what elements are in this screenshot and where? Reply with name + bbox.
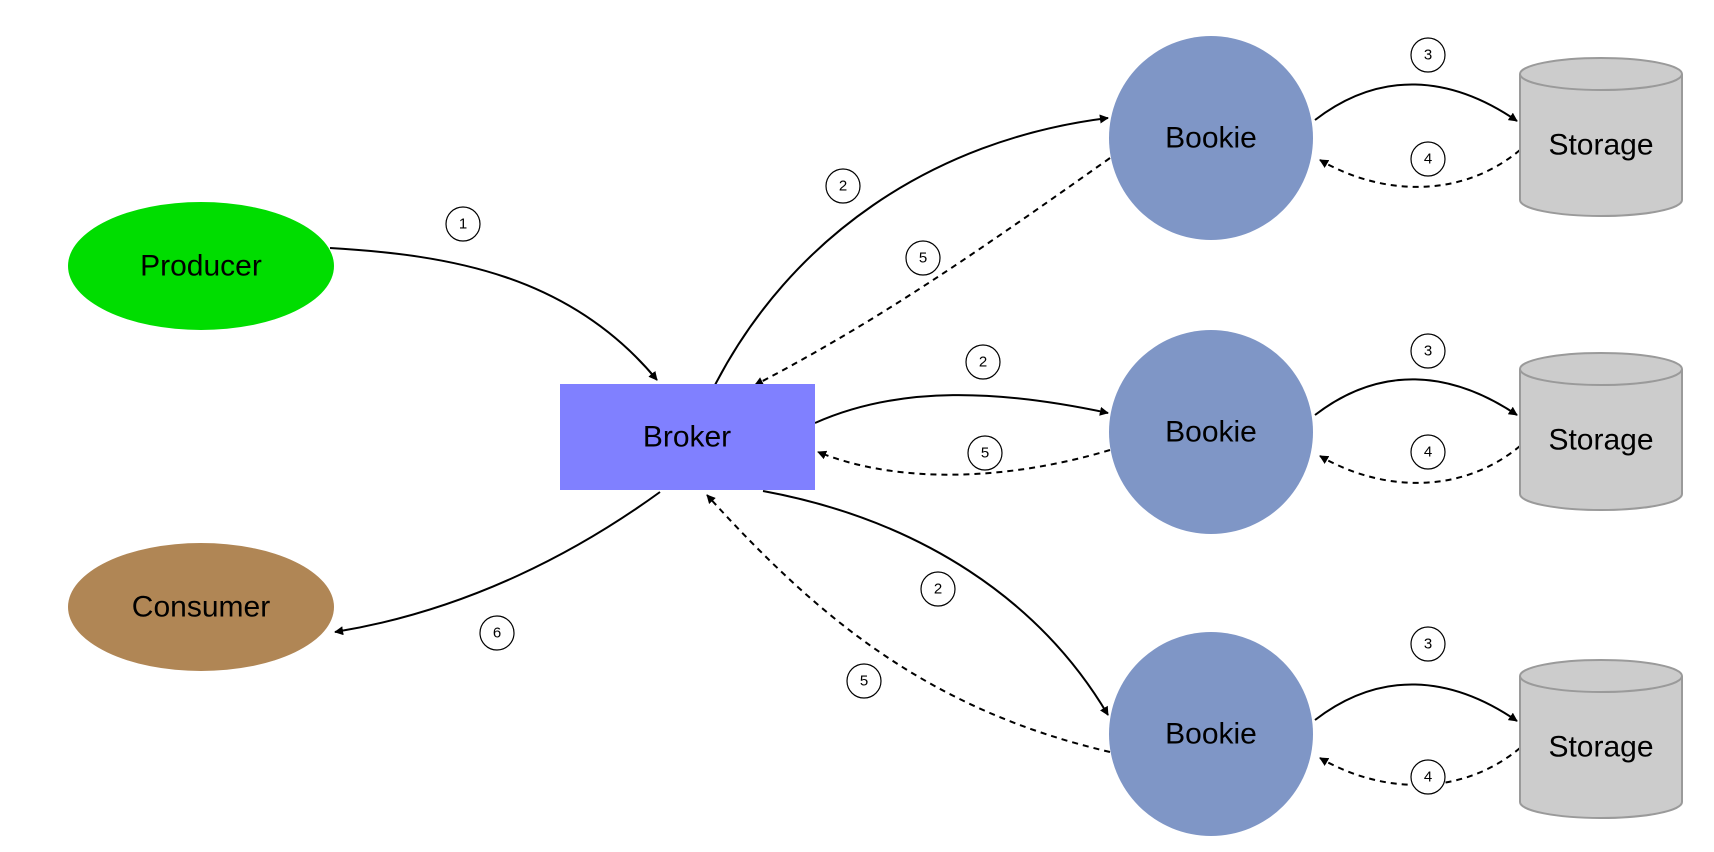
step-2-label: 2 xyxy=(839,178,847,195)
edge-bookie-1-ack xyxy=(754,157,1111,386)
storage-label: Storage xyxy=(1548,424,1653,457)
step-3-label: 3 xyxy=(1424,47,1432,64)
step-marker-2: 2 xyxy=(965,344,1001,380)
edge-storage-3-ack xyxy=(1319,747,1521,786)
bookie-label: Bookie xyxy=(1165,122,1257,155)
step-2-label: 2 xyxy=(979,354,987,371)
broker-label: Broker xyxy=(643,421,731,454)
edge-broker-to-bookie-2 xyxy=(814,394,1109,424)
storage-top xyxy=(1519,659,1683,693)
step-6-label: 6 xyxy=(493,625,501,642)
bookie-node-3: Bookie xyxy=(1109,632,1313,836)
step-marker-5: 5 xyxy=(846,663,882,699)
storage-body xyxy=(1519,369,1683,511)
consumer-label: Consumer xyxy=(132,591,270,624)
edge-storage-2-ack xyxy=(1319,445,1521,484)
step-marker-4: 4 xyxy=(1410,759,1446,795)
bookie-shape xyxy=(1109,36,1313,240)
storage-body xyxy=(1519,676,1683,819)
edge-bookie-3-to-storage xyxy=(1314,683,1518,722)
broker-shape xyxy=(560,384,815,490)
edge-bookie-1-to-storage xyxy=(1314,83,1518,122)
storage-node-1: Storage xyxy=(1519,57,1683,217)
edge-bookie-2-ack xyxy=(817,449,1111,476)
step-marker-5: 5 xyxy=(905,240,941,276)
storage-top xyxy=(1519,352,1683,386)
step-marker-3: 3 xyxy=(1410,333,1446,369)
step-markers: 1 6 2 2 2 5 5 5 xyxy=(445,37,1446,795)
bookie-label: Bookie xyxy=(1165,718,1257,751)
storage-node-3: Storage xyxy=(1519,659,1683,819)
bookie-node-2: Bookie xyxy=(1109,330,1313,534)
step-2-label: 2 xyxy=(934,581,942,598)
edge-broker-to-bookie-1 xyxy=(714,114,1109,386)
step-marker-2: 2 xyxy=(920,571,956,607)
edge-broker-to-consumer xyxy=(334,491,661,636)
consumer-node: Consumer xyxy=(68,543,334,671)
producer-node: Producer xyxy=(68,202,334,330)
step-4-label: 4 xyxy=(1424,769,1432,786)
step-marker-4: 4 xyxy=(1410,141,1446,177)
step-marker-6: 6 xyxy=(479,615,515,651)
bookie-node-1: Bookie xyxy=(1109,36,1313,240)
step-5-label: 5 xyxy=(919,250,927,267)
edge-producer-to-broker xyxy=(329,247,658,381)
step-3-label: 3 xyxy=(1424,343,1432,360)
bookie-shape xyxy=(1109,632,1313,836)
storage-label: Storage xyxy=(1548,731,1653,764)
step-marker-4: 4 xyxy=(1410,434,1446,470)
edge-storage-1-ack xyxy=(1319,149,1521,188)
storage-top xyxy=(1519,57,1683,91)
step-5-label: 5 xyxy=(860,673,868,690)
edge-bookie-2-to-storage xyxy=(1314,378,1518,416)
step-1-label: 1 xyxy=(459,216,467,233)
step-5-label: 5 xyxy=(981,445,989,462)
step-marker-3: 3 xyxy=(1410,37,1446,73)
bookie-label: Bookie xyxy=(1165,416,1257,449)
storage-node-2: Storage xyxy=(1519,352,1683,511)
step-marker-2: 2 xyxy=(825,168,861,204)
edge-bookie-3-ack xyxy=(706,494,1111,753)
step-marker-3: 3 xyxy=(1410,626,1446,662)
step-4-label: 4 xyxy=(1424,151,1432,168)
edge-broker-to-bookie-3 xyxy=(762,490,1109,716)
producer-label: Producer xyxy=(140,250,262,283)
storage-body xyxy=(1519,74,1683,217)
edges xyxy=(329,83,1521,786)
producer-shape xyxy=(68,202,334,330)
step-marker-5: 5 xyxy=(967,435,1003,471)
consumer-shape xyxy=(68,543,334,671)
storage-label: Storage xyxy=(1548,129,1653,162)
broker-node: Broker xyxy=(560,384,815,490)
step-marker-1: 1 xyxy=(445,206,481,242)
step-4-label: 4 xyxy=(1424,444,1432,461)
bookie-shape xyxy=(1109,330,1313,534)
step-3-label: 3 xyxy=(1424,636,1432,653)
